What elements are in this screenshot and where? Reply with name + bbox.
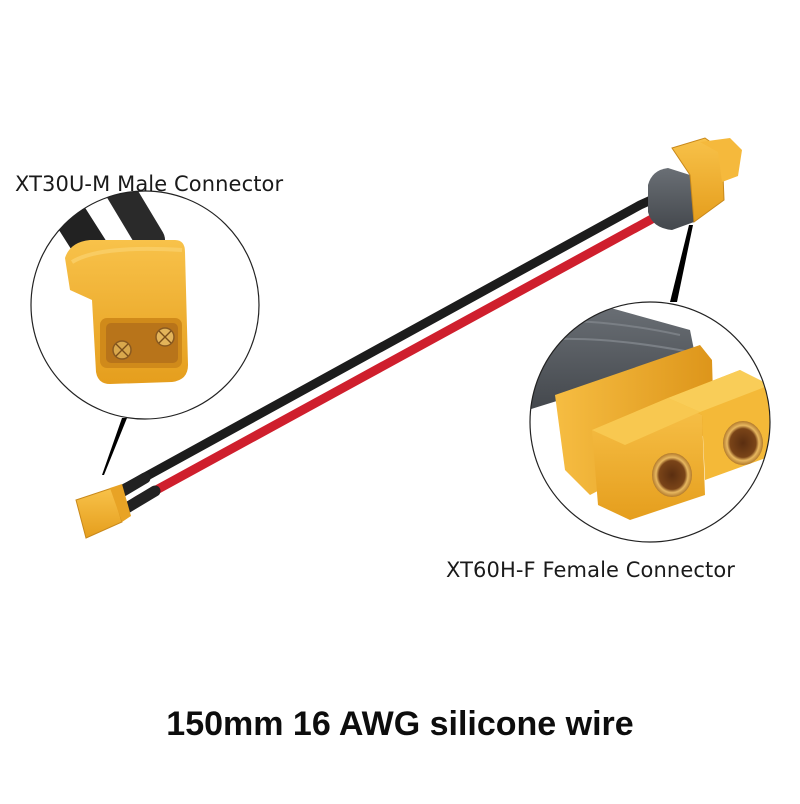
callout-label-female: XT60H-F Female Connector	[446, 558, 736, 582]
xt30-male-small	[75, 484, 131, 539]
callout-circle-male	[30, 190, 260, 420]
leader-line-left	[102, 418, 127, 475]
xt60-female-small	[648, 137, 742, 230]
callout-circle-female	[529, 301, 771, 543]
product-caption: 150mm 16 AWG silicone wire	[166, 705, 634, 743]
leader-line-right	[670, 225, 693, 302]
callout-label-male: XT30U-M Male Connector	[15, 172, 284, 196]
